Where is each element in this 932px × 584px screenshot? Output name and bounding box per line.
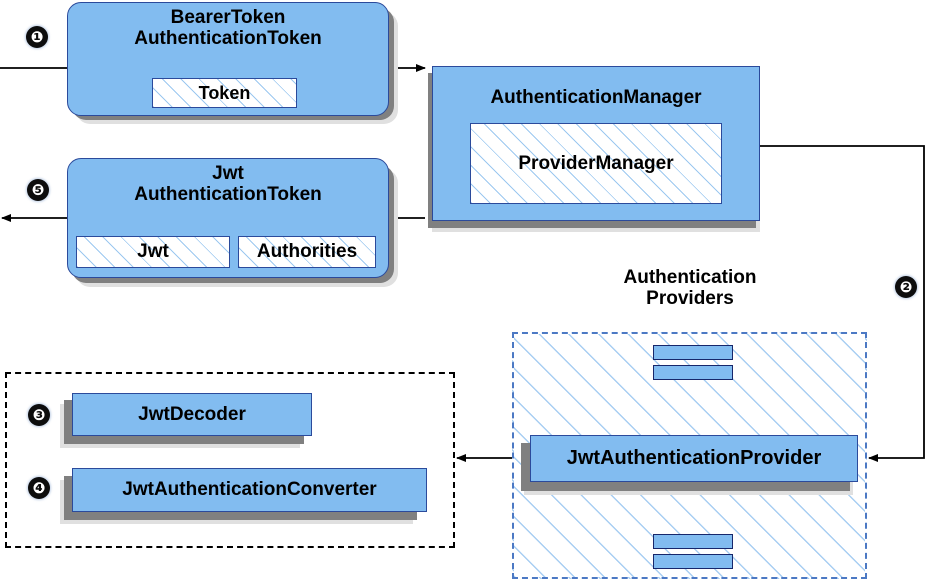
bearer-token-slot-token: Token	[152, 78, 297, 108]
jwt-support-group-container	[5, 372, 455, 548]
other-provider-bar-top-2	[653, 365, 733, 380]
authentication-providers-caption: Authentication Providers	[623, 267, 757, 309]
other-provider-bar-top-1	[653, 345, 733, 360]
bearer-token-authentication-token-label: BearerToken AuthenticationToken	[134, 7, 322, 49]
other-provider-bar-bottom-2	[653, 554, 733, 569]
other-provider-bar-bottom-1	[653, 534, 733, 549]
jwt-authentication-token-slot-authorities: Authorities	[238, 236, 376, 268]
provider-manager-label: ProviderManager	[518, 152, 674, 174]
step-badge-1: ❶	[26, 26, 48, 48]
jwt-authentication-token-label: Jwt AuthenticationToken	[134, 163, 322, 205]
bearer-token-slot-token-label: Token	[198, 82, 251, 103]
step-badge-4: ❹	[28, 477, 50, 499]
arrow-manager-to-provider	[760, 145, 925, 462]
step-badge-5: ❺	[27, 179, 49, 201]
authorities-slot-label: Authorities	[256, 241, 358, 262]
jwt-authentication-converter-label: JwtAuthenticationConverter	[122, 479, 377, 500]
jwt-slot-label: Jwt	[137, 241, 169, 262]
jwt-authentication-provider-node[interactable]: JwtAuthenticationProvider	[530, 435, 858, 482]
jwt-decoder-label: JwtDecoder	[138, 403, 246, 425]
step-badge-2: ❷	[895, 276, 917, 298]
jwt-decoder-node[interactable]: JwtDecoder	[72, 393, 312, 436]
authentication-manager-slot-providermanager: ProviderManager	[470, 123, 722, 204]
step-badge-3: ❸	[28, 404, 50, 426]
jwt-authentication-converter-node[interactable]: JwtAuthenticationConverter	[72, 468, 427, 512]
jwt-authentication-token-slot-jwt: Jwt	[76, 236, 230, 268]
jwt-authentication-provider-label: JwtAuthenticationProvider	[566, 447, 822, 469]
authentication-manager-label: AuthenticationManager	[490, 87, 702, 108]
